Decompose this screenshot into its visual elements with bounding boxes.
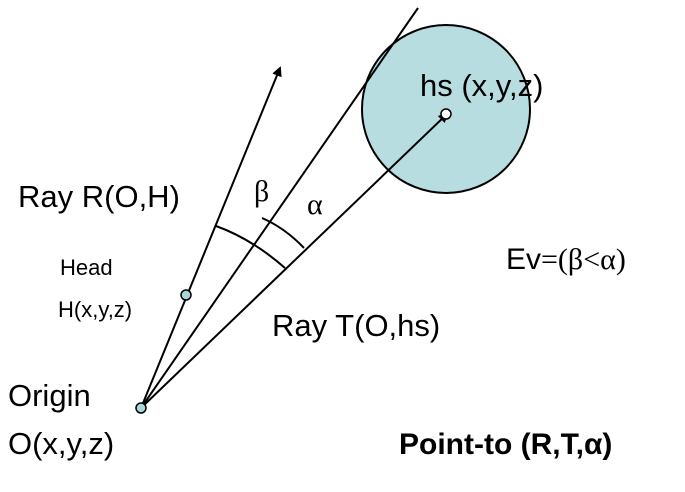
beta-label: β	[254, 175, 270, 208]
beta-arc	[215, 225, 286, 269]
head-label: Head	[60, 255, 113, 280]
head-point	[180, 289, 192, 301]
ray-t-label: Ray T(O,hs)	[272, 308, 441, 343]
event-formula: Ev=(β<α)	[506, 245, 626, 275]
origin-point	[135, 402, 147, 414]
point-to-label: Point-to (R,T,α)	[399, 428, 613, 461]
hotspot-label: hs (x,y,z)	[420, 68, 544, 103]
alpha-arc	[261, 217, 305, 249]
origin-coordinates-label: O(x,y,z)	[8, 426, 115, 461]
event-expression: =(β<α)	[541, 243, 626, 276]
head-coordinates-label: H(x,y,z)	[58, 297, 133, 322]
event-prefix: Ev	[506, 243, 542, 276]
ray-t-line	[140, 112, 449, 409]
boundary-line	[140, 7, 419, 409]
origin-label: Origin	[8, 378, 91, 413]
hotspot-point	[440, 108, 452, 120]
alpha-label: α	[307, 188, 323, 221]
ray-r-line	[140, 66, 282, 409]
ray-r-label: Ray R(O,H)	[18, 179, 180, 214]
